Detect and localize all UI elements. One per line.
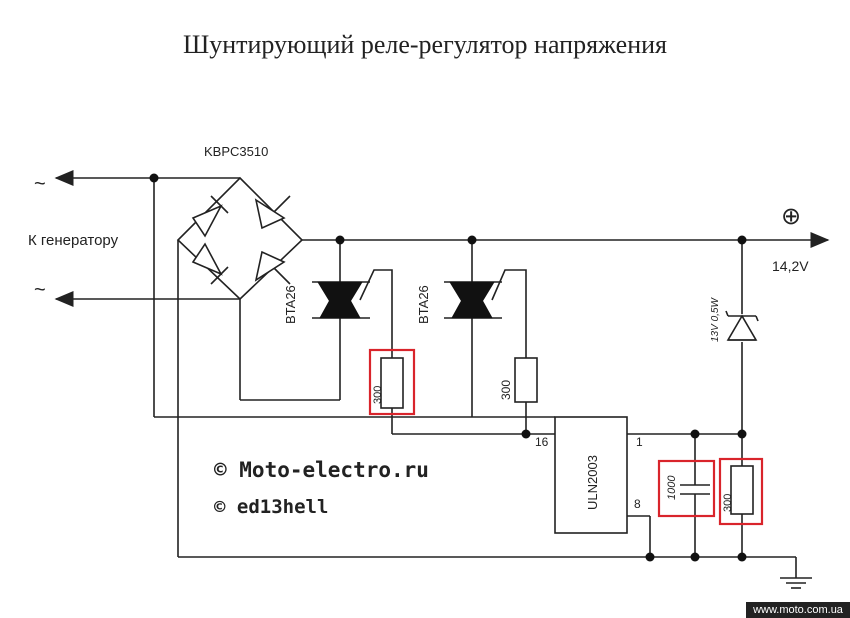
- highlight-resistor-3: [718, 457, 764, 526]
- diode-3: [191, 242, 223, 276]
- pin-1-label: 1: [636, 435, 643, 449]
- watermark: www.moto.com.ua: [746, 602, 850, 618]
- ic-label: ULN2003: [585, 455, 600, 510]
- diode-1: [191, 204, 223, 238]
- voltage-label: 14,2V: [772, 258, 809, 274]
- zener-diode: [726, 314, 758, 341]
- copyright-line-2: © ed13hell: [214, 496, 329, 518]
- plus-sign: ⊕: [781, 203, 801, 230]
- triac-2-lower: [451, 280, 493, 319]
- ac-symbol-top: ~: [34, 173, 46, 195]
- pin-16-label: 16: [535, 435, 549, 449]
- uln2003-ic: [554, 416, 628, 534]
- copyright-line-1: © Moto-electro.ru: [214, 458, 429, 482]
- resistor-2-label: 300: [499, 380, 513, 400]
- resistor-3: [730, 465, 754, 515]
- highlight-capacitor: [657, 459, 716, 518]
- triac-1-label: BTA26: [283, 285, 298, 324]
- bridge-outline: [176, 176, 304, 301]
- generator-label: К генератору: [28, 232, 119, 249]
- diagram-title: Шунтирующий реле-регулятор напряжения: [182, 30, 667, 59]
- zener-label: 13V 0,5W: [710, 297, 721, 342]
- capacitor-label: 1000: [666, 475, 678, 500]
- resistor-1-label: 300: [372, 386, 384, 404]
- resistor-2: [514, 357, 538, 403]
- triac-2-label: BTA26: [416, 285, 431, 324]
- resistor-1: [380, 357, 404, 409]
- highlight-resistor-1: [368, 348, 416, 416]
- diode-2: [254, 198, 286, 230]
- resistor-3-label: 300: [722, 494, 734, 512]
- bridge-label: KBPC3510: [204, 144, 268, 159]
- pin-8-label: 8: [634, 497, 641, 511]
- triac-1-lower: [319, 280, 361, 319]
- ac-symbol-bottom: ~: [34, 279, 46, 301]
- diode-4: [254, 250, 286, 282]
